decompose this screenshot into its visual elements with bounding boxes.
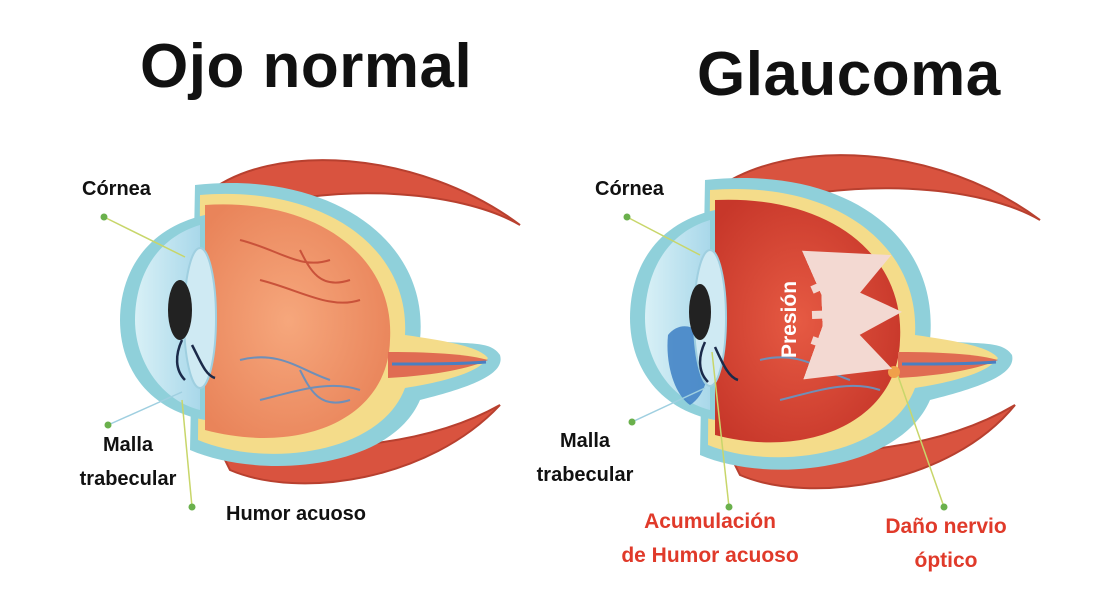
label-cornea-normal: Córnea: [82, 178, 151, 200]
pupil-glaucoma: [689, 284, 711, 340]
label-acumulacion-line2: de Humor acuoso: [621, 544, 799, 567]
label-malla-line1: Malla: [102, 434, 154, 456]
label-humor-acuoso: Humor acuoso: [226, 503, 367, 525]
label-malla-g-line2: trabecular: [536, 464, 634, 486]
pressure-label: Presión: [778, 281, 801, 358]
label-acumulacion: Acumulación de Humor acuoso: [585, 505, 835, 573]
label-dano-nervio: Daño nervio óptico: [856, 510, 1036, 578]
upper-muscle: [203, 159, 521, 226]
title-glaucoma: Glaucoma: [697, 40, 1001, 109]
glaucoma-eye: Presión: [623, 154, 1041, 511]
title-normal-eye: Ojo normal: [140, 32, 473, 101]
eye-interior: [205, 204, 391, 438]
label-dano-line1: Daño nervio: [885, 515, 1007, 538]
pupil: [168, 280, 192, 340]
normal-eye: [100, 159, 521, 511]
label-malla-glaucoma: Malla trabecular: [515, 424, 655, 492]
label-dano-line2: óptico: [914, 549, 978, 572]
label-malla-line2: trabecular: [79, 468, 177, 490]
label-malla-normal: Malla trabecular: [58, 428, 198, 496]
label-malla-g-line1: Malla: [559, 430, 611, 452]
label-acumulacion-line1: Acumulación: [644, 510, 776, 533]
label-cornea-glaucoma: Córnea: [595, 178, 664, 200]
upper-muscle-glaucoma: [713, 154, 1041, 221]
